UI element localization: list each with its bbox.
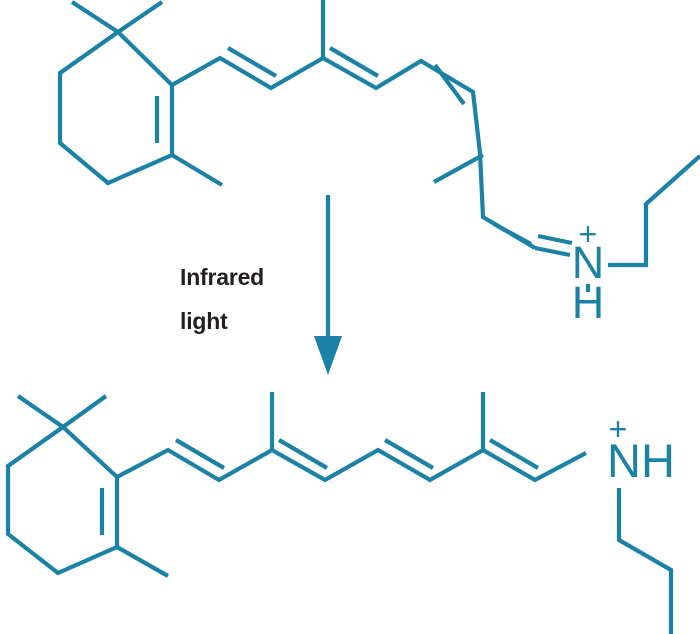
bottom-double-bond-tick-2 [277, 438, 329, 470]
top-nitrogen-label: N [572, 237, 605, 288]
top-molecule: N + H [57, 0, 700, 328]
bottom-double-bond-tick-1 [174, 438, 226, 470]
bottom-gem-methyl-a [16, 394, 65, 429]
reaction-arrow [314, 195, 342, 375]
top-double-bond-tick-4 [493, 222, 532, 246]
top-imine-double-tick [537, 233, 573, 246]
arrow-head [314, 336, 342, 375]
top-ring-methyl [170, 153, 224, 187]
top-chain-methyl-c13 [432, 153, 485, 184]
bottom-nitrogen-label: NH [607, 434, 675, 487]
top-gem-methyl-a [70, 0, 120, 34]
bottom-charge-label: + [609, 411, 628, 447]
top-double-bond-tick-1 [226, 46, 278, 78]
bottom-n-alkyl-chain [616, 488, 674, 634]
top-double-bond-tick-2 [328, 46, 380, 78]
caption-line-2: light [180, 307, 228, 334]
top-gem-methyl-b [116, 0, 164, 34]
top-n-alkyl-chain [608, 154, 700, 268]
bottom-polyene-chain [116, 447, 587, 483]
bottom-molecule: NH + [5, 392, 675, 634]
top-charge-label: + [579, 216, 598, 252]
bottom-double-bond-tick-4 [488, 438, 540, 470]
top-polyene-chain [170, 55, 537, 250]
top-imine-bond [534, 245, 571, 258]
reaction-caption: Infrared light [180, 247, 310, 353]
top-double-bond-tick-3 [433, 63, 466, 106]
bottom-ring-methyl [115, 545, 170, 578]
bottom-gem-methyl-b [61, 394, 108, 429]
bottom-double-bond-tick-3 [383, 438, 435, 470]
caption-line-1: Infrared [180, 264, 265, 290]
